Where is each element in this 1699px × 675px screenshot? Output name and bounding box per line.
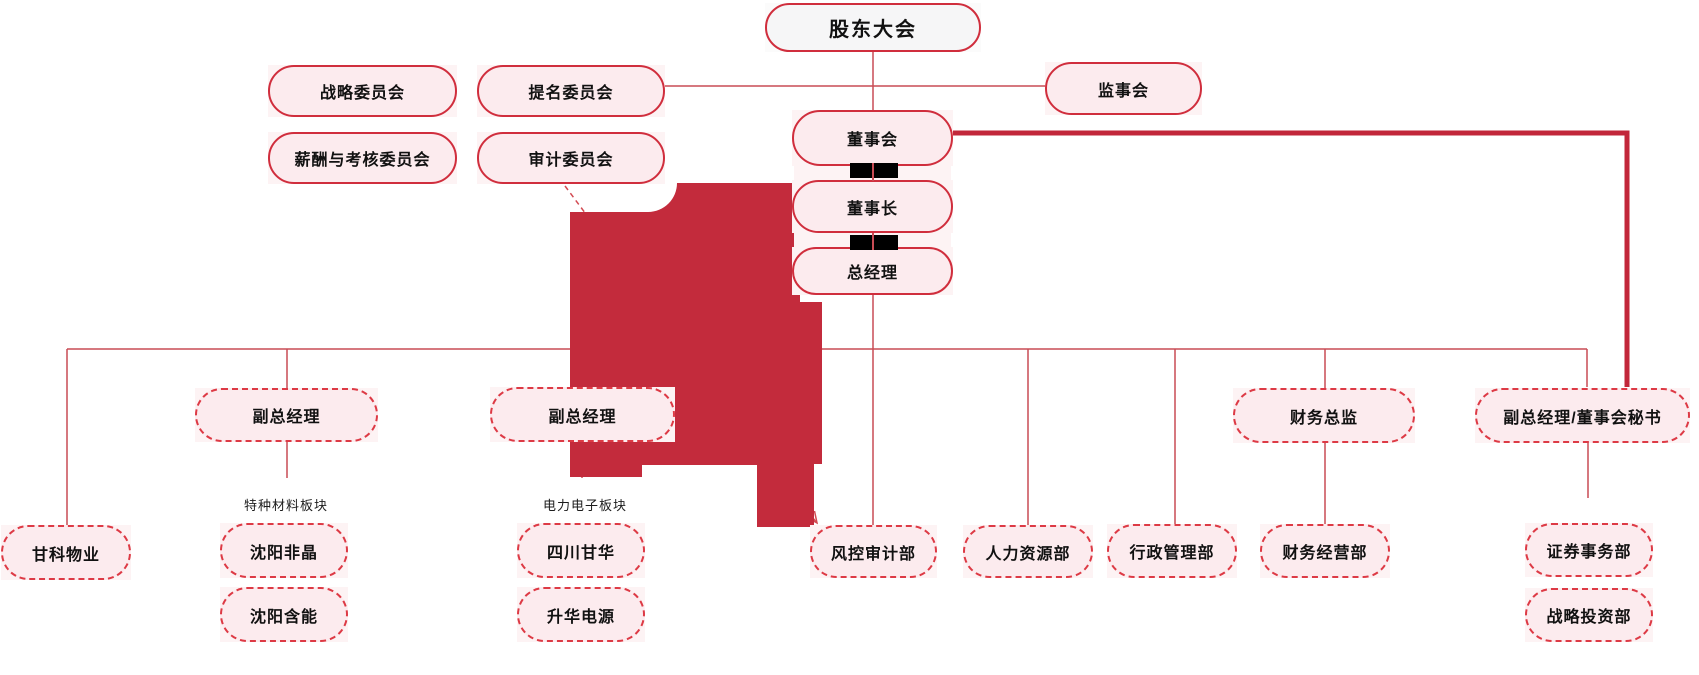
- org-node-deputy-gm-2: 副总经理: [490, 387, 675, 442]
- org-node-label: 甘科物业: [31, 546, 100, 564]
- thick-board-line: [953, 130, 1630, 387]
- org-node-compensation-assessment-committee: 薪酬与考核委员会: [268, 132, 457, 184]
- org-node-audit-committee: 审计委员会: [477, 132, 665, 184]
- org-node-label: 监事会: [1097, 82, 1149, 100]
- org-node-shenyang-feijing: 沈阳非晶: [220, 523, 348, 578]
- org-node-pill-audit-committee: 审计委员会: [477, 132, 665, 184]
- org-node-label: 股东大会: [829, 19, 917, 41]
- org-node-pill-general-manager: 总经理: [792, 247, 953, 295]
- org-node-pill-deputy-gm-board-secretary: 副总经理/董事会秘书: [1475, 388, 1690, 443]
- org-node-label: 副总经理/董事会秘书: [1503, 409, 1662, 427]
- org-node-pill-deputy-gm-1: 副总经理: [195, 388, 378, 442]
- org-node-pill-shenyang-feijing: 沈阳非晶: [220, 523, 348, 578]
- org-node-finance-operations-dept: 财务经营部: [1260, 524, 1390, 578]
- spine-line-over-bar-1: [872, 163, 874, 181]
- org-node-label: 人力资源部: [985, 545, 1071, 563]
- org-node-nomination-committee: 提名委员会: [477, 65, 665, 117]
- org-node-pill-hr-dept: 人力资源部: [963, 525, 1093, 578]
- org-node-pill-chairman: 董事长: [792, 180, 953, 233]
- org-node-label: 董事长: [846, 200, 898, 218]
- org-node-pill-shareholders-meeting: 股东大会: [765, 3, 981, 52]
- org-node-pill-sichuan-ganhua: 四川甘华: [517, 523, 645, 578]
- org-node-sichuan-ganhua: 四川甘华: [517, 523, 645, 578]
- org-node-pill-shenyang-hanneng: 沈阳含能: [220, 587, 348, 642]
- org-node-label: 薪酬与考核委员会: [294, 152, 431, 169]
- org-node-general-manager: 总经理: [792, 247, 953, 295]
- org-node-pill-securities-affairs-dept: 证券事务部: [1525, 523, 1653, 577]
- org-node-label: 审计委员会: [528, 152, 614, 169]
- org-node-label: 战略委员会: [319, 85, 405, 102]
- org-node-label: 风控审计部: [830, 545, 916, 563]
- org-node-pill-compensation-assessment-committee: 薪酬与考核委员会: [268, 132, 457, 184]
- segment-label-power-electronics-segment: 电力电子板块: [542, 498, 628, 513]
- watermark-blob: [570, 183, 822, 527]
- spine-line-over-bar-2: [872, 233, 874, 250]
- org-node-pill-nomination-committee: 提名委员会: [477, 65, 665, 117]
- org-node-strategy-committee: 战略委员会: [268, 65, 457, 117]
- org-node-label: 升华电源: [546, 608, 615, 626]
- org-node-label: 战略投资部: [1546, 609, 1632, 626]
- org-node-label: 总经理: [846, 265, 898, 282]
- redaction-bar-1: [850, 163, 898, 178]
- org-node-label: 沈阳含能: [249, 608, 318, 626]
- org-node-strategic-investment-dept: 战略投资部: [1525, 588, 1653, 642]
- org-node-securities-affairs-dept: 证券事务部: [1525, 523, 1653, 577]
- org-node-shareholders-meeting: 股东大会: [765, 3, 981, 52]
- org-node-pill-shenghua-power: 升华电源: [517, 587, 645, 642]
- org-node-label: 董事会: [846, 132, 898, 149]
- org-node-label: 副总经理: [548, 408, 617, 426]
- segment-label-special-materials-segment: 特种材料板块: [243, 498, 329, 513]
- org-node-pill-ganke-property: 甘科物业: [1, 525, 131, 580]
- org-node-admin-dept: 行政管理部: [1107, 524, 1237, 578]
- org-node-shenyang-hanneng: 沈阳含能: [220, 587, 348, 642]
- org-node-pill-deputy-gm-2: 副总经理: [490, 387, 675, 442]
- org-node-label: 副总经理: [252, 409, 321, 426]
- org-node-deputy-gm-1: 副总经理: [195, 388, 378, 442]
- org-node-pill-finance-operations-dept: 财务经营部: [1260, 524, 1390, 578]
- org-node-deputy-gm-board-secretary: 副总经理/董事会秘书: [1475, 388, 1690, 443]
- org-node-pill-cfo: 财务总监: [1233, 388, 1415, 443]
- org-node-cfo: 财务总监: [1233, 388, 1415, 443]
- thin-connectors: [66, 52, 1589, 525]
- org-node-board-of-directors: 董事会: [792, 110, 953, 166]
- org-node-pill-strategic-investment-dept: 战略投资部: [1525, 588, 1653, 642]
- org-node-label: 提名委员会: [528, 85, 614, 102]
- org-node-label: 证券事务部: [1546, 544, 1632, 561]
- org-node-ganke-property: 甘科物业: [1, 525, 131, 580]
- org-node-chairman: 董事长: [792, 180, 953, 233]
- org-node-label: 沈阳非晶: [249, 544, 318, 562]
- org-node-risk-control-audit-dept: 风控审计部: [810, 525, 937, 578]
- org-node-supervisory-board: 监事会: [1045, 62, 1202, 115]
- org-node-label: 行政管理部: [1129, 545, 1215, 562]
- redaction-bar-2: [850, 235, 898, 250]
- org-node-label: 财务经营部: [1282, 545, 1368, 562]
- org-node-pill-risk-control-audit-dept: 风控审计部: [810, 525, 937, 578]
- org-node-label: 四川甘华: [546, 544, 615, 562]
- org-node-pill-admin-dept: 行政管理部: [1107, 524, 1237, 578]
- org-node-pill-board-of-directors: 董事会: [792, 110, 953, 166]
- org-node-pill-strategy-committee: 战略委员会: [268, 65, 457, 117]
- org-node-pill-supervisory-board: 监事会: [1045, 62, 1202, 115]
- org-node-shenghua-power: 升华电源: [517, 587, 645, 642]
- drop-board-secretary: [1586, 349, 1589, 498]
- org-node-hr-dept: 人力资源部: [963, 525, 1093, 578]
- org-node-label: 财务总监: [1289, 409, 1358, 427]
